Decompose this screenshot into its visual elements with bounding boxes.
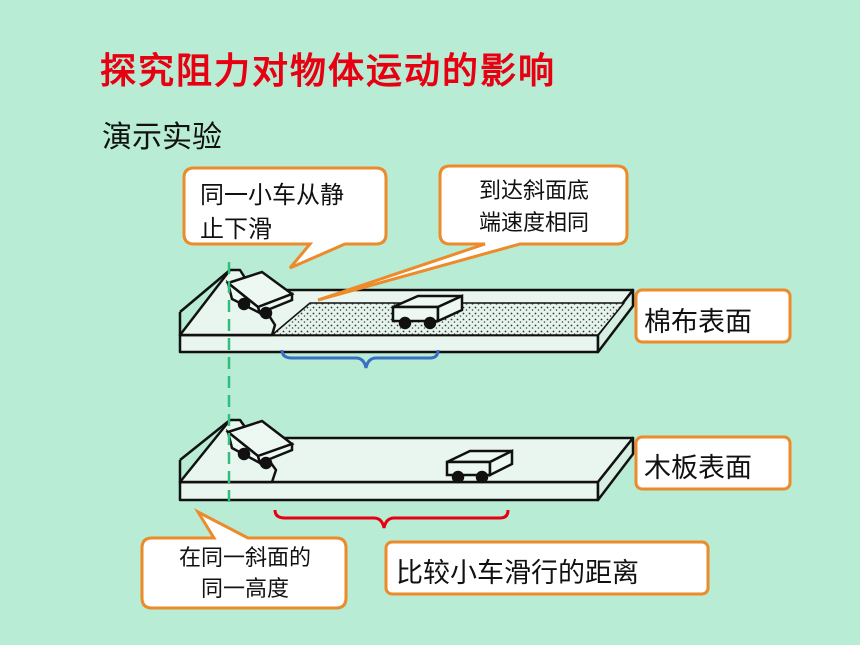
compare-label-box [384, 540, 710, 596]
callout-same-height-line1: 在同一斜面的 [178, 546, 311, 571]
wood-label-box [634, 435, 792, 491]
page-title: 探究阻力对物体运动的影响 [100, 50, 557, 92]
cotton-ramp-back [179, 269, 231, 313]
cotton-label-box [634, 288, 792, 344]
cart-top-ramp [225, 270, 295, 320]
callout-same-cart-text: 同一小车从静 止下滑 [200, 178, 344, 246]
callout-same-speed-line1: 到达斜面底 [478, 179, 589, 204]
callout-same-height-text: 在同一斜面的 同一高度 [152, 543, 338, 605]
callout-same-height-line2: 同一高度 [200, 577, 289, 602]
callout-same-cart [182, 166, 388, 270]
cart-cotton [391, 294, 464, 330]
page-subtitle: 演示实验 [102, 120, 222, 155]
callout-same-speed [317, 164, 629, 302]
cotton-surface-label: 棉布表面 [644, 307, 752, 338]
wood-board-front [178, 480, 600, 502]
callout-same-speed-line2: 端速度相同 [478, 211, 589, 236]
cart-wood [445, 448, 514, 484]
cotton-cloth-surface [271, 302, 625, 336]
callout-same-cart-line2: 止下滑 [200, 215, 272, 243]
cart-bottom-ramp [225, 419, 295, 470]
callout-same-speed-text: 到达斜面底 端速度相同 [463, 176, 605, 240]
cotton-board-front [178, 333, 600, 354]
blue-brace [280, 349, 440, 369]
red-brace [273, 509, 510, 529]
callout-same-height [140, 508, 348, 610]
compare-distance-label: 比较小车滑行的距离 [396, 558, 639, 589]
wood-board-side [596, 436, 635, 502]
callout-same-cart-line1: 同一小车从静 [200, 181, 344, 209]
wood-surface-label: 木板表面 [644, 453, 752, 484]
